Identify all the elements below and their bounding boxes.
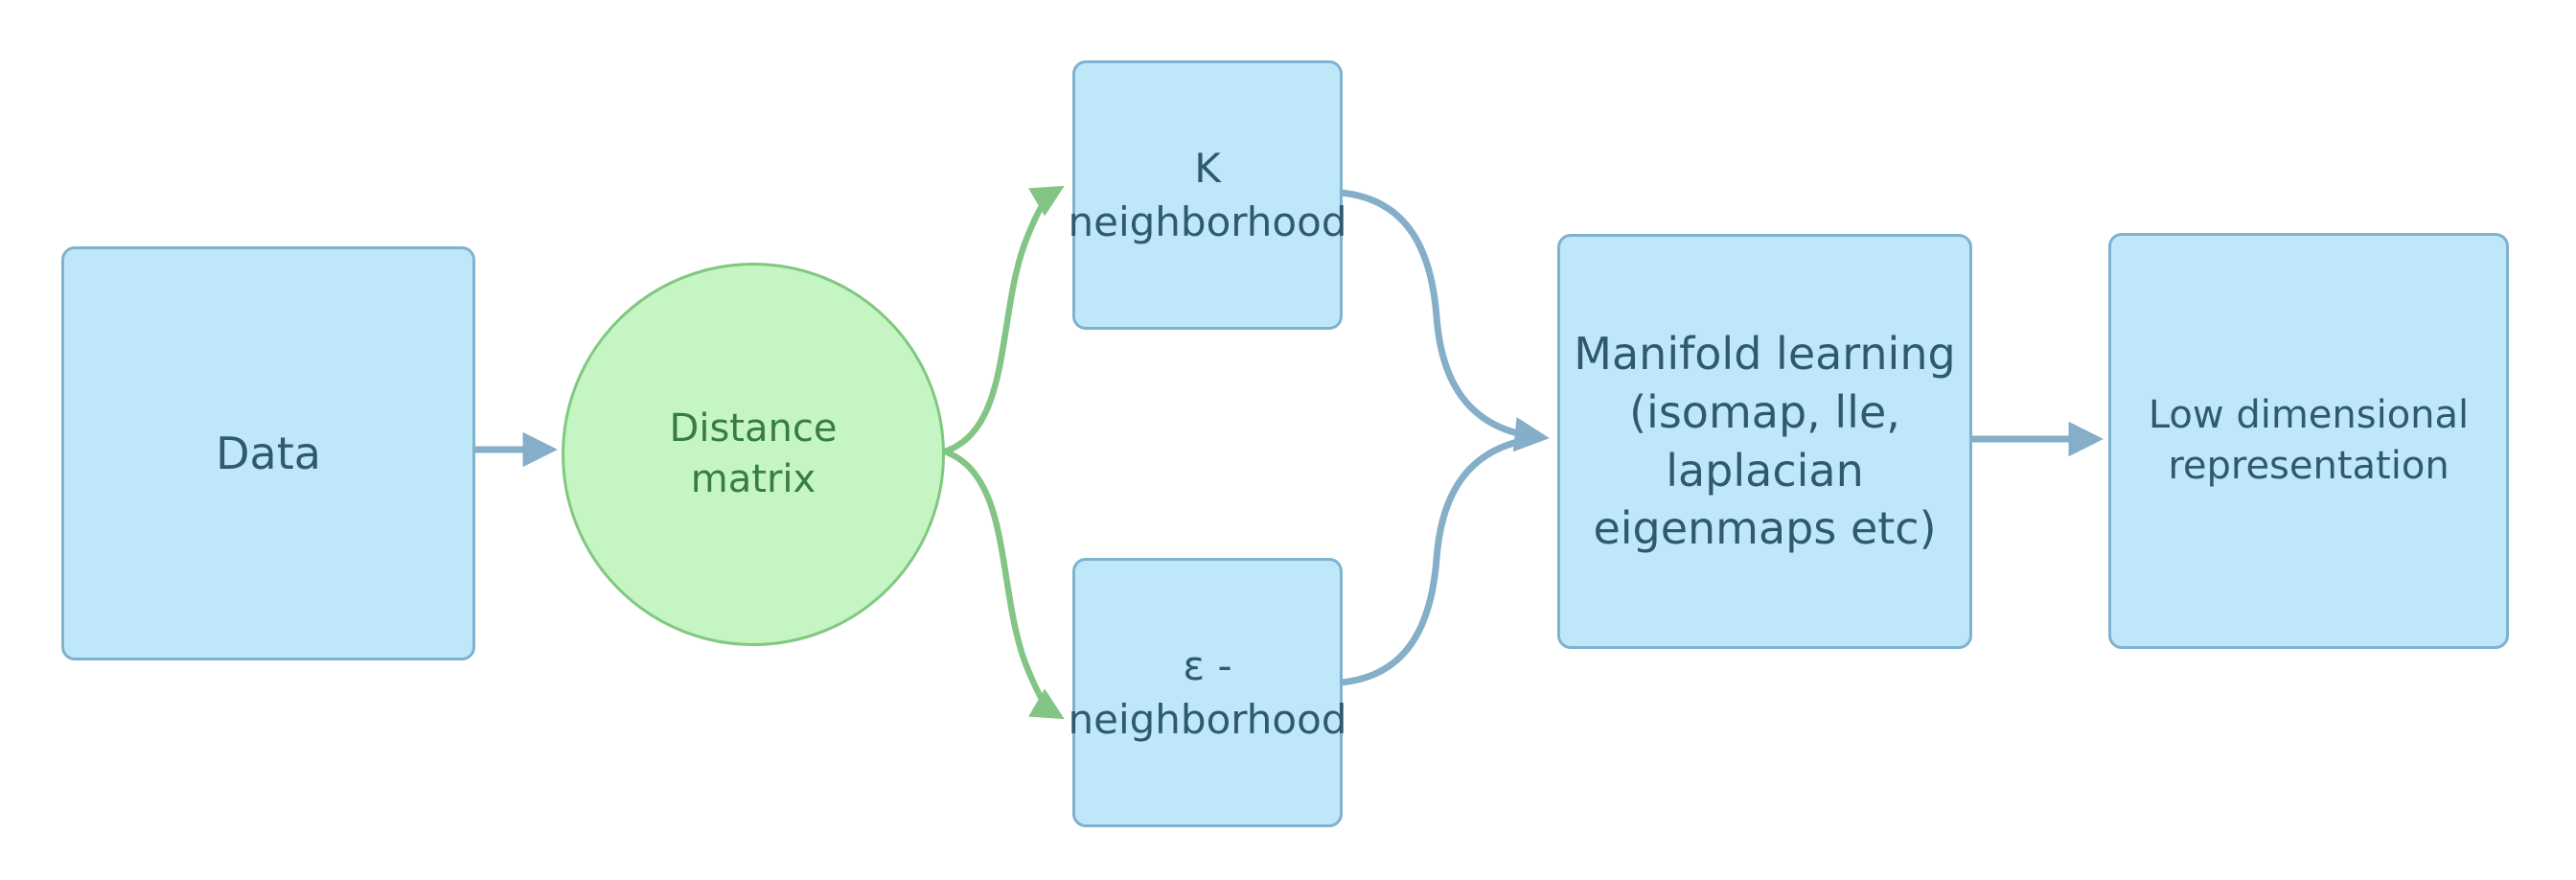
node-epsilon-neighborhood-label: ε - neighborhood (1068, 642, 1347, 743)
node-low-dimensional-representation: Low dimensional representation (2108, 233, 2509, 649)
edge-epsilon-neighborhood-to-manifold-learning (1337, 434, 1543, 686)
node-k-neighborhood-label: K neighborhood (1068, 145, 1347, 245)
edge-distance-matrix-to-epsilon-neighborhood (941, 448, 1065, 720)
node-data: Data (61, 246, 475, 660)
node-epsilon-neighborhood: ε - neighborhood (1069, 558, 1346, 827)
node-data-label: Data (216, 427, 321, 479)
edge-k-neighborhood-to-manifold-learning (1337, 189, 1550, 452)
node-low-dimensional-representation-label: Low dimensional representation (2148, 393, 2470, 488)
node-distance-matrix: Distance matrix (562, 263, 945, 646)
node-k-neighborhood: K neighborhood (1069, 60, 1346, 330)
node-manifold-learning: Manifold learning (isomap, lle, laplacia… (1557, 234, 1972, 649)
node-manifold-learning-label: Manifold learning (isomap, lle, laplacia… (1574, 328, 1956, 555)
edge-distance-matrix-to-k-neighborhood (941, 185, 1065, 455)
node-distance-matrix-label: Distance matrix (669, 406, 838, 501)
